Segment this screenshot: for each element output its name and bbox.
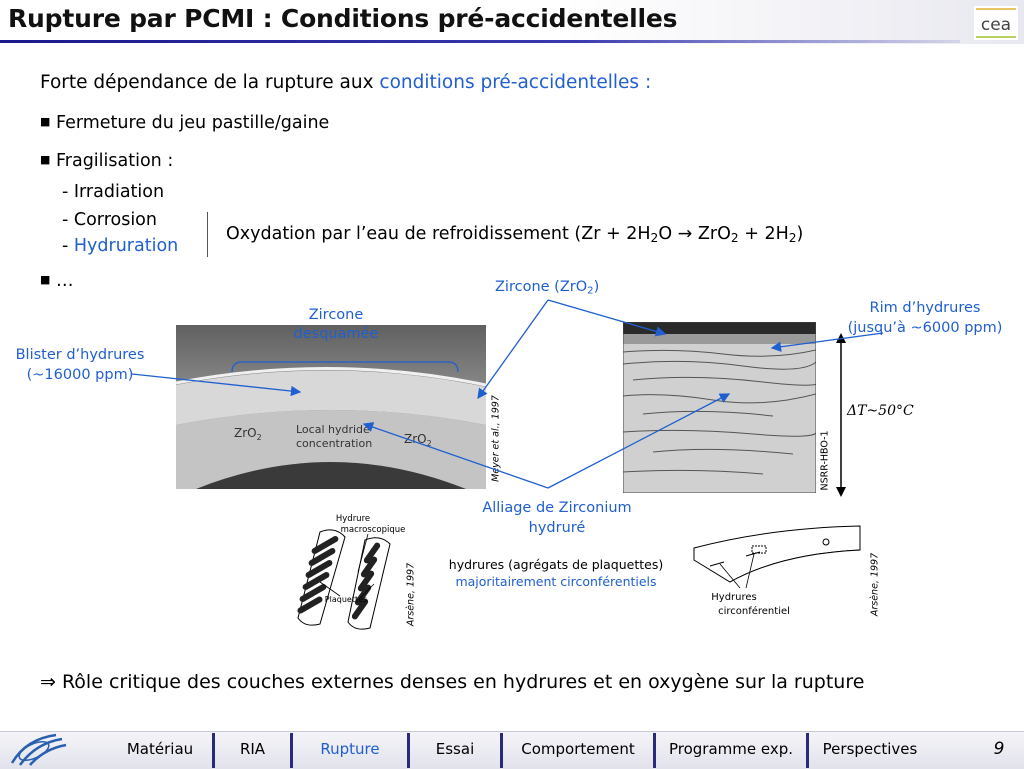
- sub-item-dash: -: [62, 236, 74, 256]
- sub-item-corrosion: - Corrosion: [62, 210, 157, 230]
- delta-t-label: ΔT~50°C: [847, 403, 914, 419]
- hydride-rim-micrograph: [623, 322, 816, 493]
- page-title: Rupture par PCMI : Conditions pré-accide…: [8, 4, 678, 33]
- bullet-item-2: ■ Fragilisation :: [40, 151, 173, 171]
- svg-text:Hydrures: Hydrures: [711, 592, 757, 603]
- logo-text: cea: [981, 15, 1011, 35]
- svg-text:macroscopique: macroscopique: [341, 525, 406, 535]
- conclusion: ⇒ Rôle critique des couches externes den…: [40, 671, 864, 693]
- bullet-item-1: ■ Fermeture du jeu pastille/gaine: [40, 113, 329, 133]
- circumferential-hydride-sketch: Hydrures circonférentiel: [693, 525, 861, 617]
- sub-item-hydruration-label: Hydruration: [73, 236, 179, 256]
- temperature-gradient-arrow: [836, 333, 846, 497]
- svg-text:circonférentiel: circonférentiel: [718, 605, 790, 617]
- blister-micrograph: ZrO2 Local hydride concentration ZrO2: [176, 325, 486, 489]
- project-logo: [10, 733, 67, 766]
- page-number: 9: [993, 739, 1005, 759]
- nav-separator: [212, 733, 215, 768]
- svg-text:Hydrure: Hydrure: [336, 514, 370, 524]
- nav-item-rupture-active[interactable]: Rupture: [320, 740, 380, 758]
- nav-item-materiau[interactable]: Matériau: [126, 740, 194, 758]
- sub-item-irradiation: - Irradiation: [62, 182, 165, 202]
- label-rim-hydrures: Rim d’hydrures(jusqu’à ~6000 ppm): [847, 300, 1003, 336]
- hydride-caption: hydrures (agrégats de plaquettes) majori…: [448, 557, 664, 589]
- bullet-square-icon: ■: [40, 273, 51, 286]
- svg-text:concentration: concentration: [296, 437, 372, 450]
- label-zircone-zro2: Zircone (ZrO2): [495, 279, 600, 297]
- label-blister: Blister d’hydrures(~16000 ppm): [15, 347, 145, 383]
- sub-item-hydruration: - Hydruration: [62, 236, 178, 256]
- bottom-nav-bar: [0, 731, 1024, 769]
- nav-item-ria[interactable]: RIA: [239, 740, 266, 758]
- bullet-item-2-label: Fragilisation :: [55, 151, 174, 171]
- nav-item-programme[interactable]: Programme exp.: [668, 740, 794, 758]
- svg-text:ZrO2: ZrO2: [404, 432, 432, 448]
- implies-icon: ⇒: [40, 671, 56, 693]
- grouping-bracket: [207, 212, 208, 257]
- nav-item-comportement[interactable]: Comportement: [521, 740, 635, 758]
- bullet-square-icon: ■: [40, 153, 51, 166]
- nav-separator: [500, 733, 503, 768]
- intro-highlight: conditions pré-accidentelles :: [379, 72, 652, 93]
- title-underline: [0, 40, 960, 43]
- conclusion-text: Rôle critique des couches externes dense…: [55, 671, 865, 693]
- svg-text:Plaquettes: Plaquettes: [325, 595, 367, 604]
- cea-logo: cea: [974, 6, 1018, 40]
- svg-text:Local hydride: Local hydride: [296, 423, 370, 436]
- credit-arsene-right: Arsène, 1997: [869, 552, 881, 617]
- svg-text:ZrO2: ZrO2: [234, 426, 262, 442]
- intro-line: Forte dépendance de la rupture aux condi…: [40, 72, 651, 93]
- macroscopic-hydride-sketch: Hydrure macroscopique Plaquettes: [297, 514, 406, 630]
- nav-separator: [290, 733, 293, 768]
- nav-item-perspectives[interactable]: Perspectives: [822, 740, 918, 758]
- oxidation-equation: Oxydation par l’eau de refroidissement (…: [226, 224, 804, 246]
- nav-separator: [407, 733, 410, 768]
- credit-arsene-left: Arsène, 1997: [405, 562, 417, 627]
- bullet-item-1-label: Fermeture du jeu pastille/gaine: [55, 113, 330, 133]
- bullet-square-icon: ■: [40, 115, 51, 128]
- intro-prefix: Forte dépendance de la rupture aux: [40, 72, 380, 93]
- nav-separator: [806, 733, 809, 768]
- nav-item-essai[interactable]: Essai: [435, 740, 475, 758]
- bullet-item-3: ■ …: [40, 271, 73, 291]
- title-bar: [0, 0, 1024, 44]
- nav-separator: [653, 733, 656, 768]
- bullet-item-3-label: …: [55, 271, 74, 291]
